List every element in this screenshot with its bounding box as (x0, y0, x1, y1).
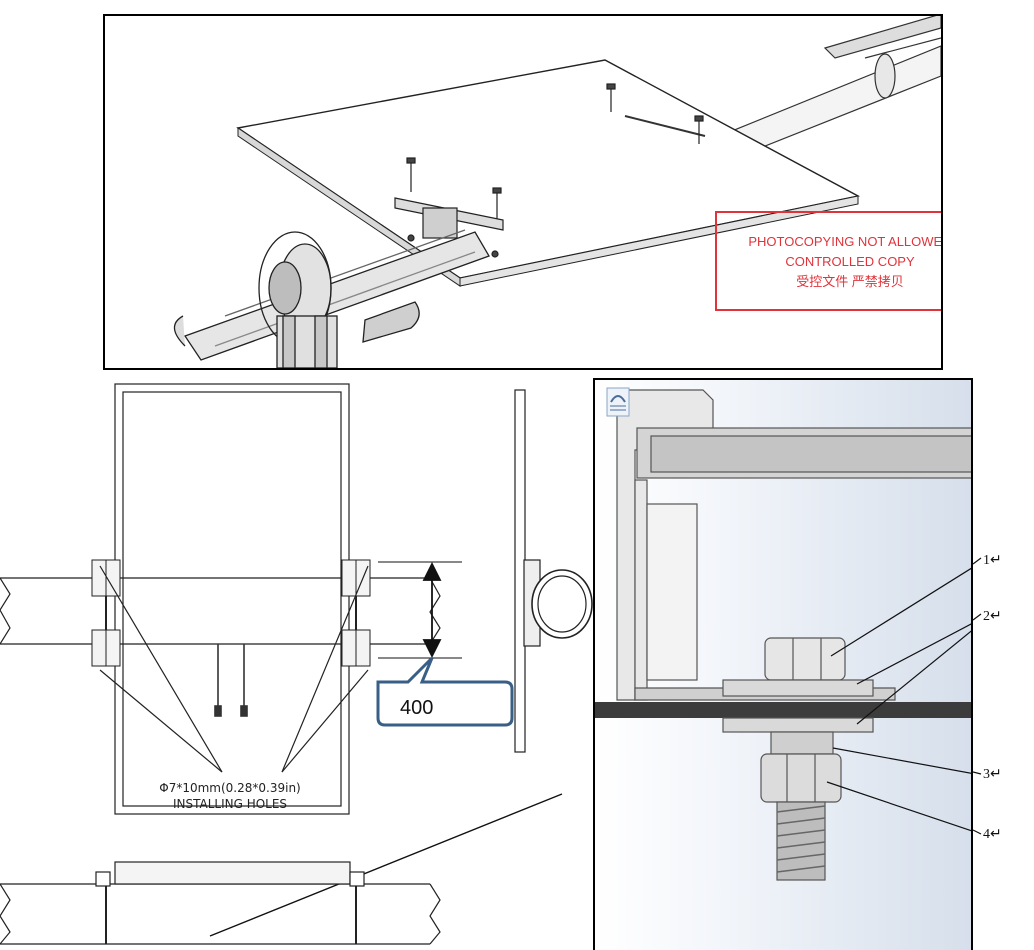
stamp-line-1: PHOTOCOPYING NOT ALLOWED (748, 234, 941, 249)
bottom-section (0, 861, 441, 945)
upper-rail (693, 13, 942, 167)
installing-holes-spec: Φ7*10mm(0.28*0.39in) (159, 781, 300, 795)
horizontal-rail (0, 577, 441, 645)
dimension-callout: 400 (376, 656, 514, 727)
module-frame (114, 383, 350, 815)
bolt-assembly (722, 637, 874, 881)
isometric-drawing: PHOTOCOPYING NOT ALLOWED CONTROLLED COPY… (173, 13, 985, 369)
dimension-arrow (378, 561, 462, 659)
callout-3: 3↵ (983, 767, 1002, 782)
front-view-drawing: Φ7*10mm(0.28*0.39in) INSTALLING HOLES 40… (0, 383, 593, 945)
callout-2: 2↵ (983, 609, 1002, 624)
stamp-line-3: 受控文件 严禁拷贝 (796, 274, 904, 289)
installing-holes-label: INSTALLING HOLES (173, 797, 287, 811)
bolts (406, 83, 704, 258)
isometric-panel: PHOTOCOPYING NOT ALLOWED CONTROLLED COPY… (103, 13, 985, 370)
bolt-detail-drawing (595, 387, 971, 881)
clamp-bracket (394, 197, 504, 239)
hole-leaders (99, 565, 369, 773)
post (276, 315, 338, 369)
callout-leaders (826, 567, 971, 832)
reference-line (209, 793, 563, 937)
frame-profile (616, 389, 971, 701)
stamp-line-2: CONTROLLED COPY (785, 254, 915, 269)
side-elevation (514, 389, 593, 753)
controlled-copy-stamp: PHOTOCOPYING NOT ALLOWED CONTROLLED COPY… (715, 211, 985, 311)
cables (214, 644, 248, 717)
clamps (91, 559, 371, 667)
callout-4: 4↵ (983, 827, 1002, 842)
support-plate (595, 702, 971, 718)
dimension-value: 400 (400, 697, 433, 719)
magnet-icon (606, 387, 630, 417)
bolt-detail-panel (593, 378, 973, 950)
callout-1: 1↵ (983, 553, 1002, 568)
callout-numbers: 1↵ 2↵ 3↵ 4↵ (973, 553, 1002, 842)
solar-module (236, 59, 861, 287)
